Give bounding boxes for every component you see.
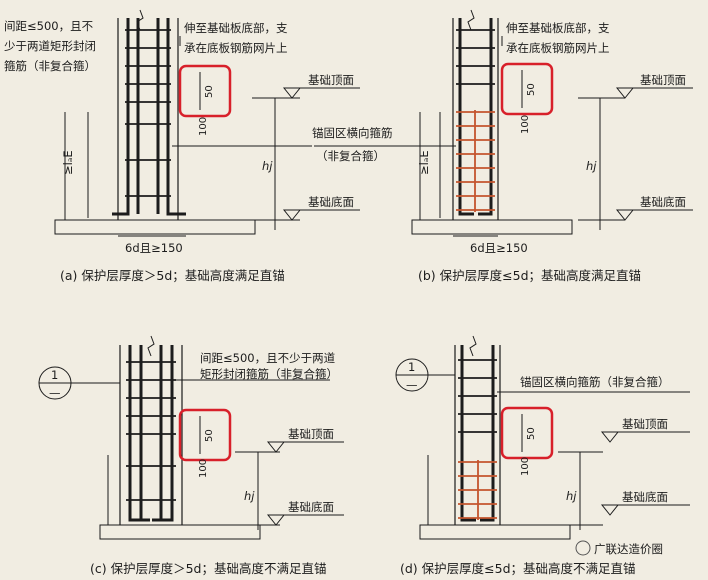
- panel-c: 1 — 50 100 hj 基础顶面: [38, 335, 344, 576]
- dim-100-a: 100: [198, 117, 209, 136]
- dim-50-c: 50: [204, 429, 215, 442]
- panel-b: ≥lₐE 50 100 hj 基础顶面 基础底面 伸至基础板底部，支 承在底板钢…: [314, 9, 693, 283]
- hj-label-a: hj: [262, 159, 273, 173]
- section-sub-c: —: [49, 386, 61, 400]
- stirrups-a: [125, 29, 171, 197]
- foundation-slab-b: [411, 219, 573, 235]
- foundation-slab-c: [99, 524, 261, 540]
- note-top-a-2: 承在底板钢筋网片上: [184, 41, 288, 55]
- lae-label-a: ≥lₐE: [61, 150, 75, 175]
- section-num-d: 1: [408, 360, 415, 374]
- panel-d: 1 — 50 100 hj: [395, 335, 690, 576]
- mid-label-a-2: （非复合箍）: [316, 149, 385, 163]
- dim-50-b: 50: [526, 83, 537, 96]
- highlight-box-b: [500, 62, 554, 116]
- stirrups-b-upper: [456, 29, 495, 85]
- bottom-label-a: 基础底面: [308, 195, 354, 209]
- highlight-box-a: [178, 64, 232, 118]
- dim-100-b: 100: [520, 115, 531, 134]
- highlight-box-c: [178, 408, 232, 462]
- bottom-label-c: 基础底面: [288, 500, 334, 514]
- note-top-a-1: 伸至基础板底部，支: [184, 21, 288, 35]
- watermark: 广联达造价圈: [575, 540, 663, 556]
- stirrups-d-upper: [458, 359, 497, 433]
- longitudinal-bars-d: [460, 345, 495, 522]
- top-label-d: 基础顶面: [622, 417, 668, 431]
- note-top-b-2: 承在底板钢筋网片上: [506, 41, 610, 55]
- foundation-slab-d: [419, 524, 571, 540]
- top-label-c: 基础顶面: [288, 427, 334, 441]
- dim-50-d: 50: [526, 427, 537, 440]
- break-mark-b: [467, 9, 475, 31]
- watermark-text: 广联达造价圈: [594, 542, 663, 556]
- dim-100-c: 100: [198, 459, 209, 478]
- level-marker-top-c: [266, 441, 286, 453]
- dim-100-d: 100: [520, 457, 531, 476]
- break-mark-a: [136, 9, 144, 31]
- note-c-2: 矩形封闭箍筋（非复合箍）: [200, 367, 338, 381]
- note-left-a-2: 少于两道矩形封闭: [4, 39, 96, 53]
- dim-50-a: 50: [204, 85, 215, 98]
- highlight-box-d: [500, 406, 554, 460]
- bottom-label-b: 基础底面: [640, 195, 686, 209]
- caption-a: (a) 保护层厚度＞5d；基础高度满足直锚: [60, 268, 285, 283]
- level-marker-bottom-a: [282, 209, 302, 221]
- caption-b: (b) 保护层厚度≤5d；基础高度满足直锚: [418, 268, 641, 283]
- note-left-a-1: 间距≤500，且不: [4, 19, 94, 33]
- hj-label-c: hj: [244, 489, 255, 503]
- panel-a: ≥lₐE 50 100 hj 基础顶面 基础底面 锚固区横向箍筋 （非复合箍） …: [4, 9, 393, 283]
- lae-label-b: ≥lₐE: [417, 150, 431, 175]
- section-num-c: 1: [51, 368, 58, 382]
- level-marker-top-b: [615, 87, 635, 99]
- note-left-a-3: 箍筋（非复合箍）: [4, 59, 96, 73]
- anchor-stirrups-d: [458, 460, 497, 520]
- foundation-slab-a: [54, 219, 256, 235]
- mid-label-a-1: 锚固区横向箍筋: [312, 126, 393, 140]
- top-label-b: 基础顶面: [640, 73, 686, 87]
- hj-label-d: hj: [566, 489, 577, 503]
- note-top-b-1: 伸至基础板底部，支: [506, 21, 610, 35]
- level-marker-top-d: [600, 431, 620, 443]
- level-marker-bottom-d: [600, 504, 620, 516]
- break-mark-c: [147, 335, 155, 357]
- anchor-stirrups-b: [456, 110, 495, 212]
- longitudinal-bars-c: [128, 345, 174, 522]
- bottom-label-d: 基础底面: [622, 490, 668, 504]
- note-d-1: 锚固区横向箍筋（非复合箍）: [520, 375, 670, 389]
- note-c-1: 间距≤500，且不少于两道: [200, 351, 336, 365]
- caption-c: (c) 保护层厚度＞5d；基础高度不满足直锚: [90, 561, 327, 576]
- section-sub-d: —: [406, 378, 418, 392]
- watermark-icon: [575, 540, 591, 556]
- level-marker-bottom-b: [615, 209, 635, 221]
- stirrups-c: [126, 361, 176, 501]
- caption-d: (d) 保护层厚度≤5d；基础高度不满足直锚: [400, 561, 636, 576]
- level-marker-top-a: [282, 87, 302, 99]
- level-marker-bottom-c: [266, 514, 286, 526]
- top-label-a: 基础顶面: [308, 73, 354, 87]
- bottom-dim-b: 6d且≥150: [470, 241, 528, 255]
- bottom-dim-a: 6d且≥150: [125, 241, 183, 255]
- break-mark-d: [469, 335, 477, 357]
- hj-label-b: hj: [586, 159, 597, 173]
